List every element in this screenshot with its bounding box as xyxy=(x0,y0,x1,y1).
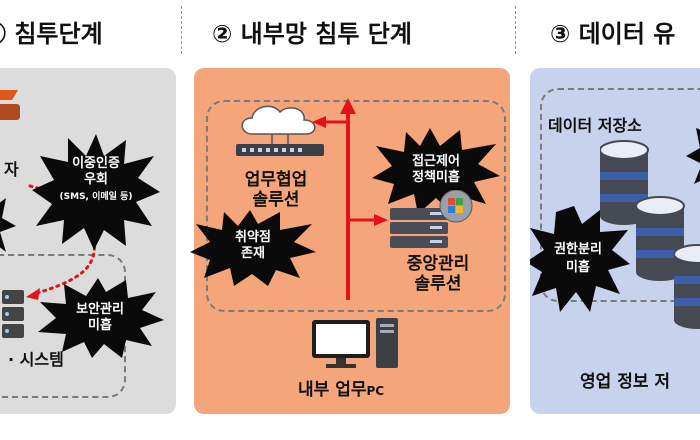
burst-permission: 권한분리 미흡 xyxy=(530,204,632,316)
step3-header: ③ 데이터 유 xyxy=(550,19,676,48)
collab-solution-label: 업무협업 솔루션 xyxy=(244,170,308,210)
burst-partial-icon xyxy=(0,198,16,252)
central-server-icon xyxy=(390,190,473,248)
central-solution-label: 중앙관리 솔루션 xyxy=(406,254,470,294)
server-rack-icon xyxy=(2,290,24,338)
data-storage-label: 데이터 저장소 xyxy=(548,116,642,135)
internal-arrows xyxy=(312,98,388,300)
attacker-icon xyxy=(0,90,20,120)
cloud-network-icon xyxy=(236,105,324,156)
step1-header: Ⓐ 침투단계 xyxy=(0,19,103,48)
header-divider-1 xyxy=(181,6,182,54)
header-divider-2 xyxy=(515,6,516,54)
burst-access-control: 접근제어 정책미흡 xyxy=(370,126,502,216)
pc-icon xyxy=(312,318,398,368)
burst-auth-bypass: 이중인증 우회 (SMS, 이메일 등) xyxy=(30,132,162,252)
system-label: · 시스템 xyxy=(8,350,64,369)
burst-partial-right-icon xyxy=(686,128,700,184)
step2-header: ② 내부망 침투 단계 xyxy=(212,19,412,48)
burst-vulnerability: 취약점 존재 xyxy=(188,208,318,288)
burst-security-mgmt: 보안관리 미흡 xyxy=(34,276,166,360)
internal-zone xyxy=(206,100,506,312)
storage-zone xyxy=(540,88,700,302)
panel-internal-intrusion: 업무협업 솔루션 접근제어 정책미흡 중앙관리 솔루션 취약 xyxy=(190,68,510,414)
attacker-label: 자 xyxy=(4,160,19,179)
database-icons xyxy=(600,140,700,329)
intrusion-path xyxy=(26,184,97,300)
panel-initial-intrusion: 자 이중인증 우회 (SMS, 이메일 등) 보안관리 미흡 · 시스템 xyxy=(0,68,176,414)
system-label-text: 시스템 xyxy=(19,350,64,369)
sales-info-label: 영업 정보 저 xyxy=(580,372,671,392)
internal-pc-label: 내부 업무PC xyxy=(298,380,385,400)
panel-data-leak: 데이터 저장소 권한분리 xyxy=(530,68,700,414)
